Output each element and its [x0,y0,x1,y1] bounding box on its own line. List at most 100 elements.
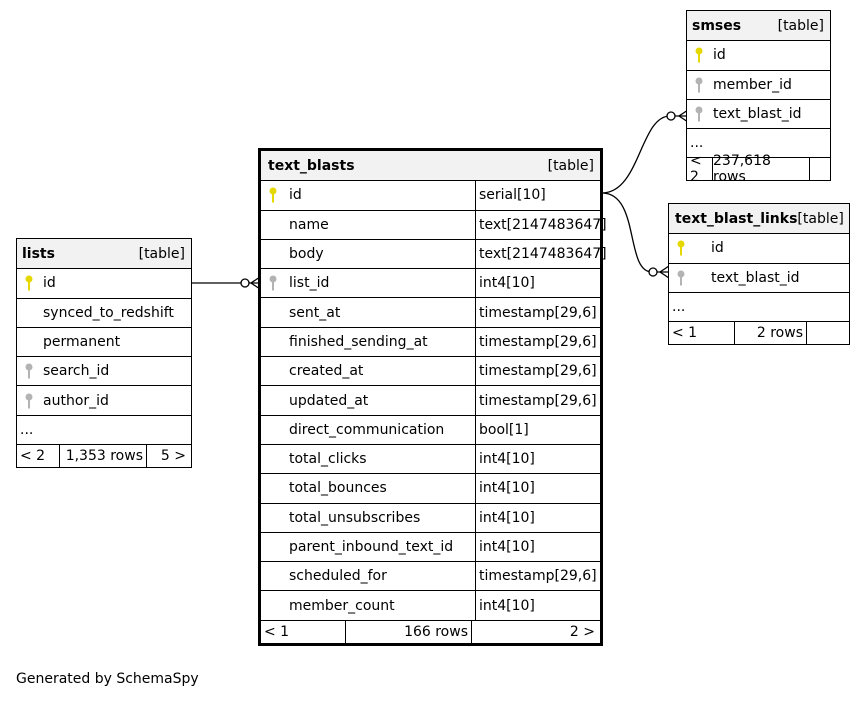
column-name: id [43,275,56,292]
footer-parents[interactable]: < 2 [687,153,713,185]
table-name: smses [692,17,742,34]
footer-children[interactable]: 2 > [569,623,595,640]
column-row[interactable]: synced_to_redshift [17,297,191,327]
primary-key-icon [269,187,277,203]
footer-parents[interactable]: < 1 [261,620,346,643]
table-footer: < 2 1,353 rows 5 > [17,444,191,468]
table-footer: < 1 2 rows [669,321,849,345]
table-header[interactable]: smses [table] [687,11,830,41]
table-type: [table] [547,157,594,174]
column-name: total_clicks [289,451,367,468]
column-name: direct_communication [289,421,445,438]
table-name: text_blasts [268,157,355,174]
ellipsis-row: ... [17,414,191,444]
column-name: synced_to_redshift [43,304,174,321]
column-row[interactable]: id [687,40,830,69]
column-row[interactable]: direct_communication bool[1] [261,414,600,444]
table-header[interactable]: text_blast_links [table] [669,204,849,234]
table-smses[interactable]: smses [table] id member_id text_blast_id… [686,10,831,185]
column-type: int4[10] [475,591,600,620]
column-row[interactable]: member_count int4[10] [261,590,600,620]
column-name: text_blast_id [711,269,800,286]
column-name: list_id [289,275,330,292]
foreign-key-icon [269,275,277,291]
column-name: id [289,187,302,204]
column-name: permanent [43,334,121,351]
column-name: total_bounces [289,480,387,497]
column-type: int4[10] [475,503,600,532]
column-type: serial[10] [475,181,600,210]
relation-lists-optional-marker [240,278,250,288]
column-name: name [289,216,329,233]
table-name: text_blast_links [675,210,798,227]
table-footer: < 2 237,618 rows [687,153,830,185]
footer-children[interactable]: 5 > [160,448,186,465]
column-name: member_id [713,76,792,93]
footer-row-count: 1,353 rows [60,445,147,468]
column-type: timestamp[29,6] [475,298,600,327]
foreign-key-icon [25,393,33,409]
column-type: timestamp[29,6] [475,562,600,591]
column-type: timestamp[29,6] [475,327,600,357]
primary-key-icon [25,275,33,291]
column-row[interactable]: updated_at timestamp[29,6] [261,385,600,415]
column-type: timestamp[29,6] [475,386,600,415]
column-type: int4[10] [475,474,600,503]
column-name: total_unsubscribes [289,509,421,526]
relation-links-optional-marker [648,267,658,277]
generated-by-text: Generated by SchemaSpy [16,671,199,687]
table-type: [table] [138,245,185,262]
column-row[interactable]: id [17,268,191,297]
footer-parents[interactable]: < 2 [17,445,60,468]
column-row[interactable]: sent_at timestamp[29,6] [261,297,600,327]
column-row[interactable]: total_bounces int4[10] [261,473,600,503]
column-row[interactable]: member_id [687,69,830,99]
column-row[interactable]: text_blast_id [687,98,830,128]
relation-links-crowfoot [658,265,670,279]
relation-links-line [601,192,669,273]
ellipsis-row: ... [669,291,849,321]
column-row[interactable]: list_id int4[10] [261,268,600,298]
column-name: sent_at [289,304,341,321]
footer-parents[interactable]: < 1 [669,322,735,345]
foreign-key-icon [695,77,703,93]
table-name: lists [22,245,55,262]
column-name: updated_at [289,392,369,409]
column-row[interactable]: permanent [17,326,191,356]
table-header[interactable]: text_blasts [table] [261,151,600,181]
column-row[interactable]: text_blast_id [669,262,849,292]
primary-key-icon [695,47,703,63]
column-name: id [711,240,724,257]
relation-smses-optional-marker [666,111,676,121]
column-type: int4[10] [475,269,600,298]
relation-smses-crowfoot [677,109,689,123]
footer-children [807,322,849,344]
relation-smses-line [601,115,688,194]
column-row[interactable]: author_id [17,385,191,414]
table-header[interactable]: lists [table] [17,239,191,269]
column-name: author_id [43,392,109,409]
column-row[interactable]: id serial[10] [261,180,600,210]
table-text-blast-links[interactable]: text_blast_links [table] id text_blast_i… [668,203,850,346]
column-name: text_blast_id [713,106,802,123]
column-name: member_count [289,597,395,614]
column-row[interactable]: id [669,233,849,262]
column-name: created_at [289,363,364,380]
table-type: [table] [777,17,824,34]
table-lists[interactable]: lists [table] id synced_to_redshift perm… [16,238,192,469]
primary-key-icon [677,240,685,256]
column-name: search_id [43,363,110,380]
column-type: bool[1] [475,415,600,444]
column-name: parent_inbound_text_id [289,539,454,555]
column-row[interactable]: search_id [17,356,191,385]
column-row[interactable]: total_unsubscribes int4[10] [261,502,600,532]
